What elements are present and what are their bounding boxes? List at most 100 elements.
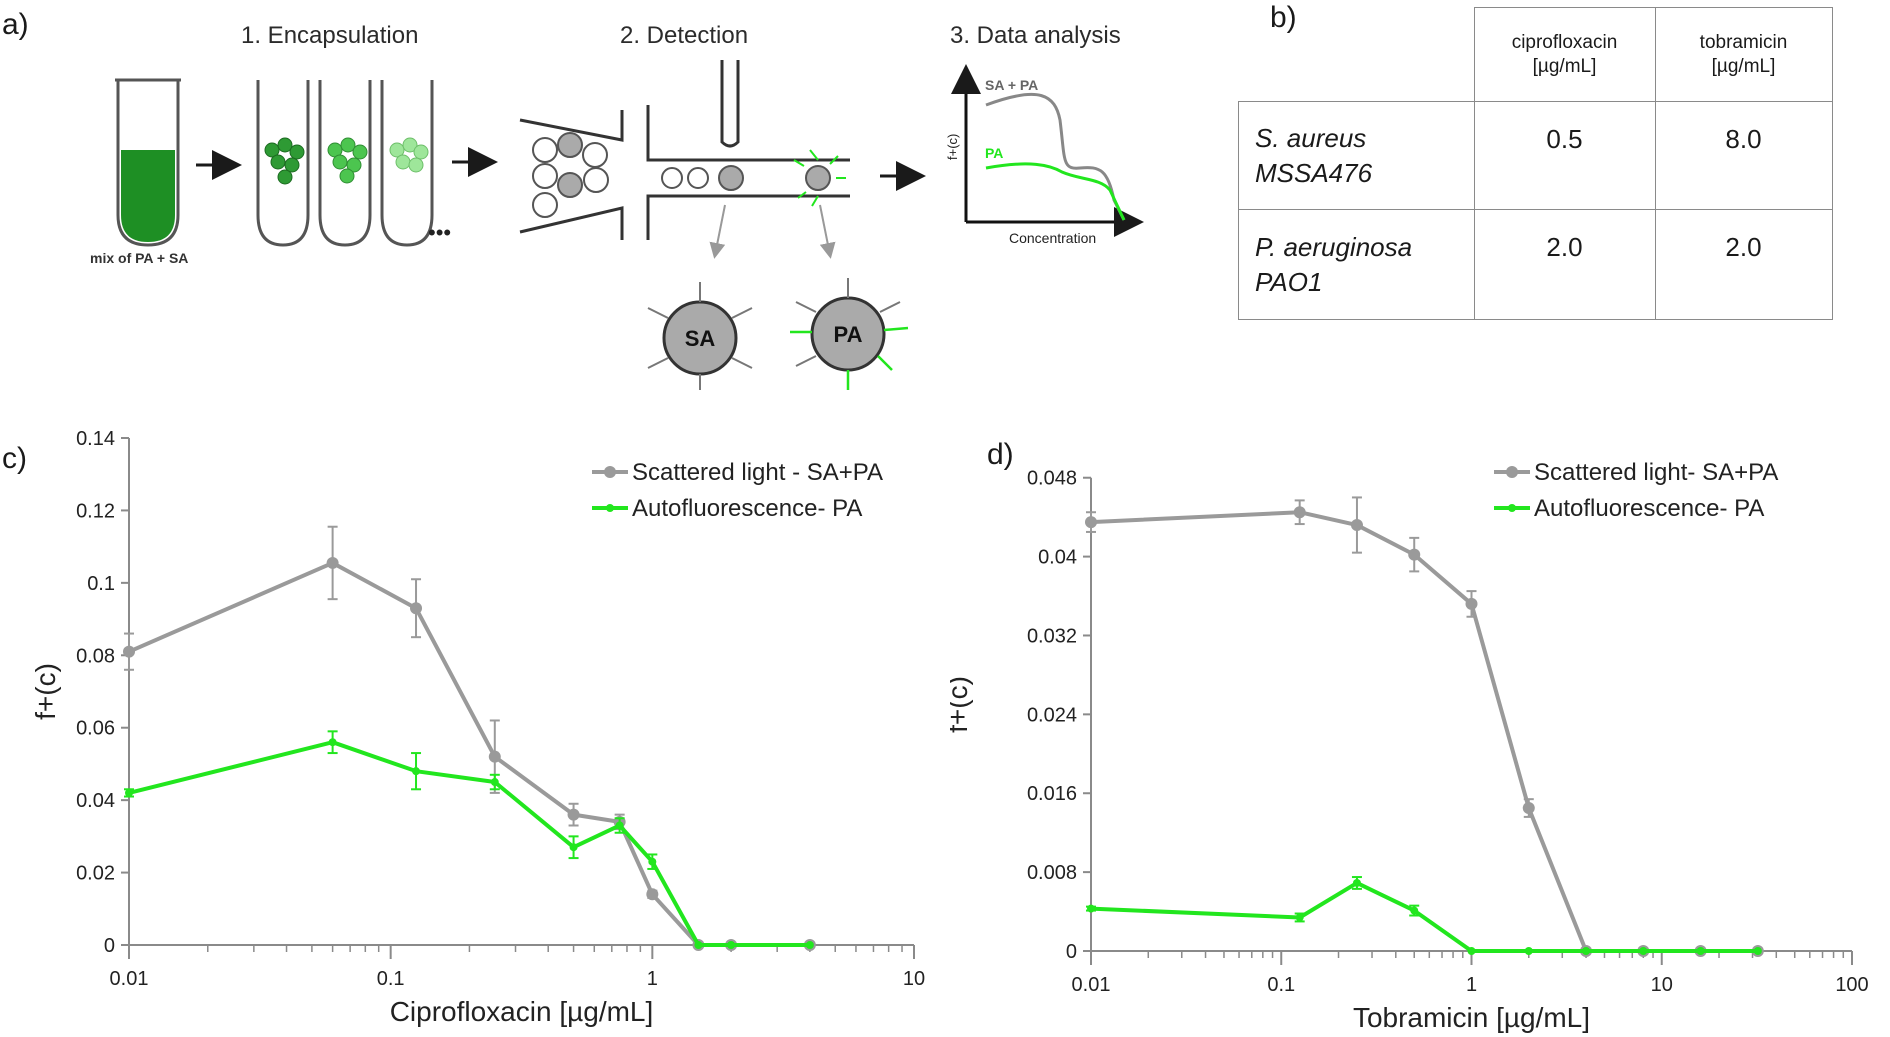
y-tick-label: 0.1 [87,573,115,595]
x-tick-label: 1 [1466,974,1477,996]
mix-tube [115,78,181,247]
data-point-green [1087,904,1095,913]
y-tick-label: 0 [104,935,115,957]
y-tick-label: 0.024 [1027,704,1077,726]
schematic-diagram: ••• SA PA [115,60,1144,390]
arrow-to-sa-bead [709,204,726,259]
data-point-green [328,738,337,747]
y-tick-label: 0.032 [1027,625,1077,647]
panel-label: c) [2,442,27,475]
series-line-green [1090,880,1758,953]
y-tick-label: 0.02 [76,863,115,885]
chart-ciprofloxacin: c) 0 0.02 0.04 0.06 0.08 0.1 0.12 0.14 0.01 0.1 1 10… [2,428,925,1027]
series-line-green [128,740,810,947]
flow-channel [519,60,850,240]
y-tick-label: 0.008 [1027,862,1077,884]
mini-plot [951,64,1144,237]
green-emission [793,149,846,207]
series-line-gray [128,560,810,947]
legend-label-gray: Scattered light - SA+PA [632,459,883,486]
data-point-green [648,857,657,866]
y-tick-label: 0.016 [1027,783,1077,805]
data-point-green [1582,947,1591,955]
data-point-green [412,767,421,776]
step-data-analysis-title: 3. Data analysis [950,22,1121,49]
y-tick-label: 0.08 [76,645,115,667]
x-axis-label: Ciprofloxacin [µg/mL] [390,996,654,1027]
pa-bead-label: PA [834,322,863,347]
panel-label: d) [987,438,1014,471]
data-point-green [1524,947,1533,955]
legend-label-gray: Scattered light- SA+PA [1534,459,1778,486]
data-point-gray [123,645,135,658]
data-point-green [490,778,499,787]
data-point-gray [326,556,339,569]
x-tick-label: 10 [903,968,925,990]
organism-cell: P. aeruginosa PAO1 [1238,209,1475,320]
legend-marker-green [606,504,614,512]
y-tick-label: 0.06 [76,718,115,740]
x-tick-label: 0.01 [110,968,149,990]
mini-ylabel: f+(c) [945,134,960,160]
legend-marker-gray [1506,466,1518,478]
organism-cell: S. aureus MSSA476 [1238,101,1475,210]
y-tick-label: 0.04 [1038,547,1077,569]
legend-label-green: Autofluorescence- PA [1534,495,1764,522]
data-point-gray [1293,506,1306,519]
value-cell: 2.0 [1473,209,1656,320]
droplets-in-channel [532,132,831,218]
mini-label-sa-pa: SA + PA [985,77,1038,93]
data-point-gray [567,808,580,821]
data-point-gray [1522,802,1535,815]
data-point-gray [488,750,501,763]
x-tick-label: 0.1 [377,968,405,990]
mix-label: mix of PA + SA [90,250,189,266]
y-tick-label: 0.14 [76,428,115,450]
data-point-gray [410,602,423,615]
data-point-green [1410,906,1419,915]
x-axis-label: Tobramicin [µg/mL] [1353,1002,1590,1033]
legend-marker-green [1508,504,1516,512]
legend-label-green: Autofluorescence- PA [632,495,862,522]
data-point-green [727,941,736,949]
arrow-to-pa-bead [819,204,836,259]
y-tick-label: 0.048 [1027,468,1077,490]
y-tick-label: 0 [1066,941,1077,963]
data-point-green [1295,913,1304,922]
step-detection-title: 2. Detection [620,22,749,49]
col-header-ciprofloxacin: ciprofloxacin [µg/mL] [1473,7,1656,102]
table-row: P. aeruginosa PAO1 2.0 2.0 [1238,209,1833,320]
table-row: S. aureus MSSA476 0.5 8.0 [1238,101,1833,210]
x-tick-label: 0.1 [1267,974,1295,996]
data-point-green [1639,947,1648,955]
col-header-tobramicin: tobramicin [µg/mL] [1654,7,1833,102]
x-tick-label: 1 [647,968,658,990]
data-point-green [125,788,133,797]
series-line-gray [1090,510,1758,953]
y-tick-label: 0.04 [76,790,115,812]
value-cell: 8.0 [1654,101,1833,210]
value-cell: 2.0 [1654,209,1833,320]
legend-marker-gray [604,466,616,478]
data-point-green [569,843,578,852]
ellipsis: ••• [428,220,451,245]
sa-bead-label: SA [685,326,716,351]
y-axis-label: f+(c) [950,676,973,733]
data-point-green [1696,947,1705,955]
mini-xlabel: Concentration [1009,230,1096,246]
droplet-tubes [256,80,434,247]
x-tick-label: 10 [1651,974,1673,996]
data-point-green [805,941,814,949]
y-tick-label: 0.12 [76,500,115,522]
data-point-gray [1350,519,1363,532]
y-axis-label: f+(c) [30,663,61,720]
value-cell: 0.5 [1473,101,1656,210]
pa-bead [790,278,909,390]
data-point-green [694,941,703,949]
data-point-gray [1085,516,1097,529]
mini-label-pa: PA [985,145,1003,161]
data-point-green [1352,878,1361,887]
step-encapsulation-title: 1. Encapsulation [241,22,419,49]
data-point-gray [1408,548,1421,561]
data-point-green [1753,947,1762,955]
